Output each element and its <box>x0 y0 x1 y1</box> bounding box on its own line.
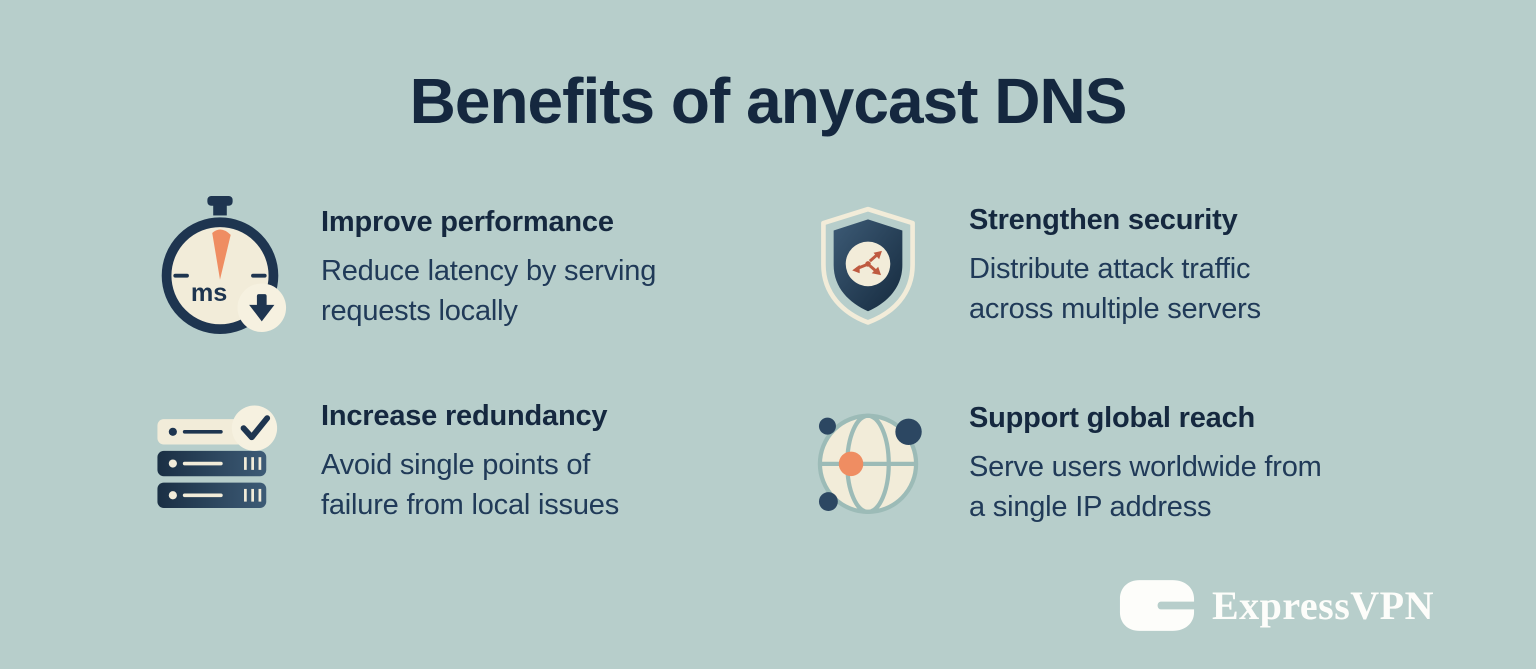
benefit-heading: Increase redundancy <box>321 400 608 432</box>
benefit-text-support-global-reach: Support global reach Serve users worldwi… <box>969 390 1322 527</box>
server-stack-icon-svg <box>157 405 278 508</box>
benefit-item-strengthen-security: Strengthen security Distribute attack tr… <box>800 192 1450 334</box>
shield-icon-svg <box>821 206 915 325</box>
benefit-item-improve-performance: ms Improve performance Reduce latency by… <box>152 194 777 336</box>
benefit-body: Reduce latency by serving requests local… <box>321 255 657 327</box>
stopwatch-icon: ms <box>152 194 288 336</box>
globe-icon-svg <box>817 413 922 515</box>
brand-wordmark: ExpressVPN <box>1211 583 1434 628</box>
benefit-body: Avoid single points of failure from loca… <box>321 449 619 521</box>
benefit-heading: Improve performance <box>321 206 614 238</box>
globe-icon <box>800 390 936 532</box>
benefit-item-support-global-reach: Support global reach Serve users worldwi… <box>800 390 1450 532</box>
shield-icon <box>800 192 936 334</box>
benefit-body: Distribute attack traffic across multipl… <box>969 253 1261 325</box>
down-arrow-icon <box>249 294 275 322</box>
globe-node-bottom-left <box>818 492 838 511</box>
benefit-heading: Strengthen security <box>969 204 1238 236</box>
benefit-text-strengthen-security: Strengthen security Distribute attack tr… <box>969 192 1261 329</box>
page-title: Benefits of anycast DNS <box>409 65 1128 137</box>
expressvpn-logomark-icon <box>1119 580 1194 631</box>
stopwatch-icon-svg: ms <box>161 196 287 334</box>
globe-node-right <box>895 418 922 445</box>
benefit-text-improve-performance: Improve performance Reduce latency by se… <box>321 194 656 331</box>
check-badge-icon <box>231 405 278 451</box>
benefit-body: Serve users worldwide from a single IP a… <box>969 451 1322 523</box>
distribute-arrows-icon <box>852 250 882 276</box>
brand-logo: ExpressVPN <box>1118 578 1434 633</box>
server-stack-icon <box>152 388 288 530</box>
benefit-item-increase-redundancy: Increase redundancy Avoid single points … <box>152 388 777 530</box>
globe-node-top-left <box>818 417 836 435</box>
benefit-heading: Support global reach <box>969 402 1256 434</box>
stopwatch-ms-label: ms <box>191 279 228 307</box>
benefit-text-increase-redundancy: Increase redundancy Avoid single points … <box>321 388 619 525</box>
globe-node-orange <box>838 451 864 477</box>
